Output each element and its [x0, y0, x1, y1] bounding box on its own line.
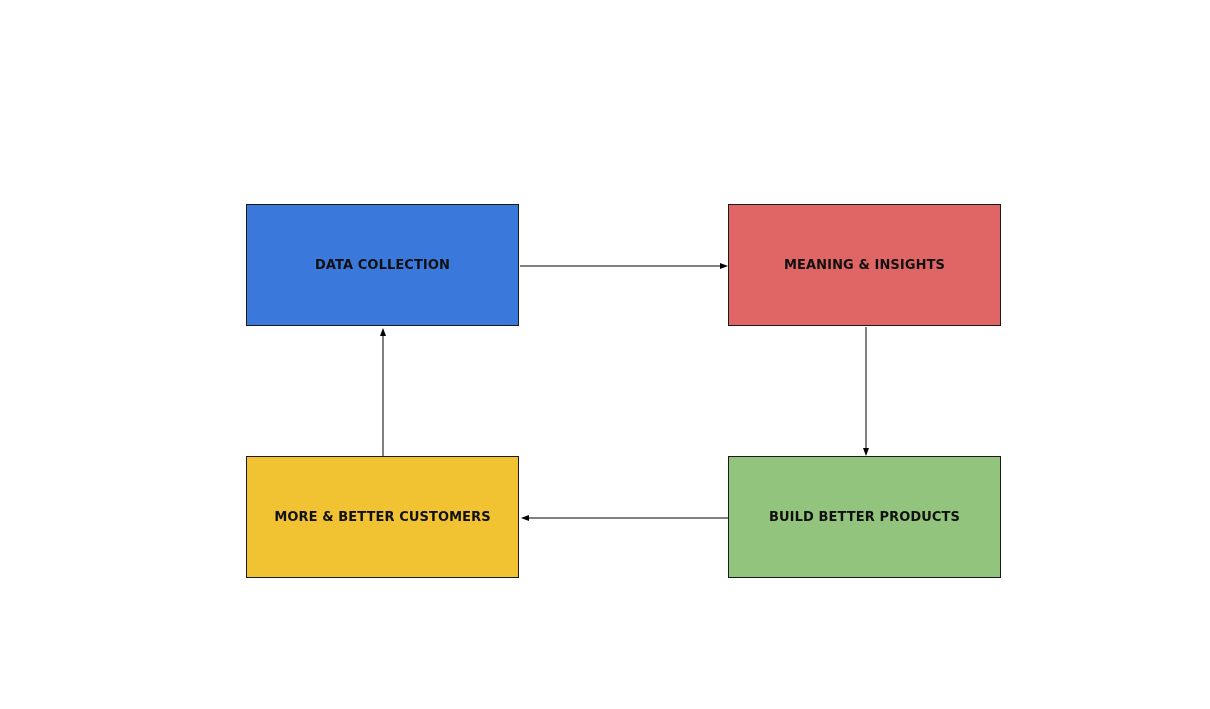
node-build-products[interactable]: BUILD BETTER PRODUCTS	[728, 456, 1001, 578]
node-data-collection[interactable]: DATA COLLECTION	[246, 204, 519, 326]
node-label-meaning-insights: MEANING & INSIGHTS	[783, 257, 946, 273]
node-label-more-customers: MORE & BETTER CUSTOMERS	[274, 509, 491, 525]
node-meaning-insights[interactable]: MEANING & INSIGHTS	[728, 204, 1001, 326]
node-label-data-collection: DATA COLLECTION	[314, 257, 450, 273]
node-more-customers[interactable]: MORE & BETTER CUSTOMERS	[246, 456, 519, 578]
node-label-build-products: BUILD BETTER PRODUCTS	[769, 509, 960, 525]
